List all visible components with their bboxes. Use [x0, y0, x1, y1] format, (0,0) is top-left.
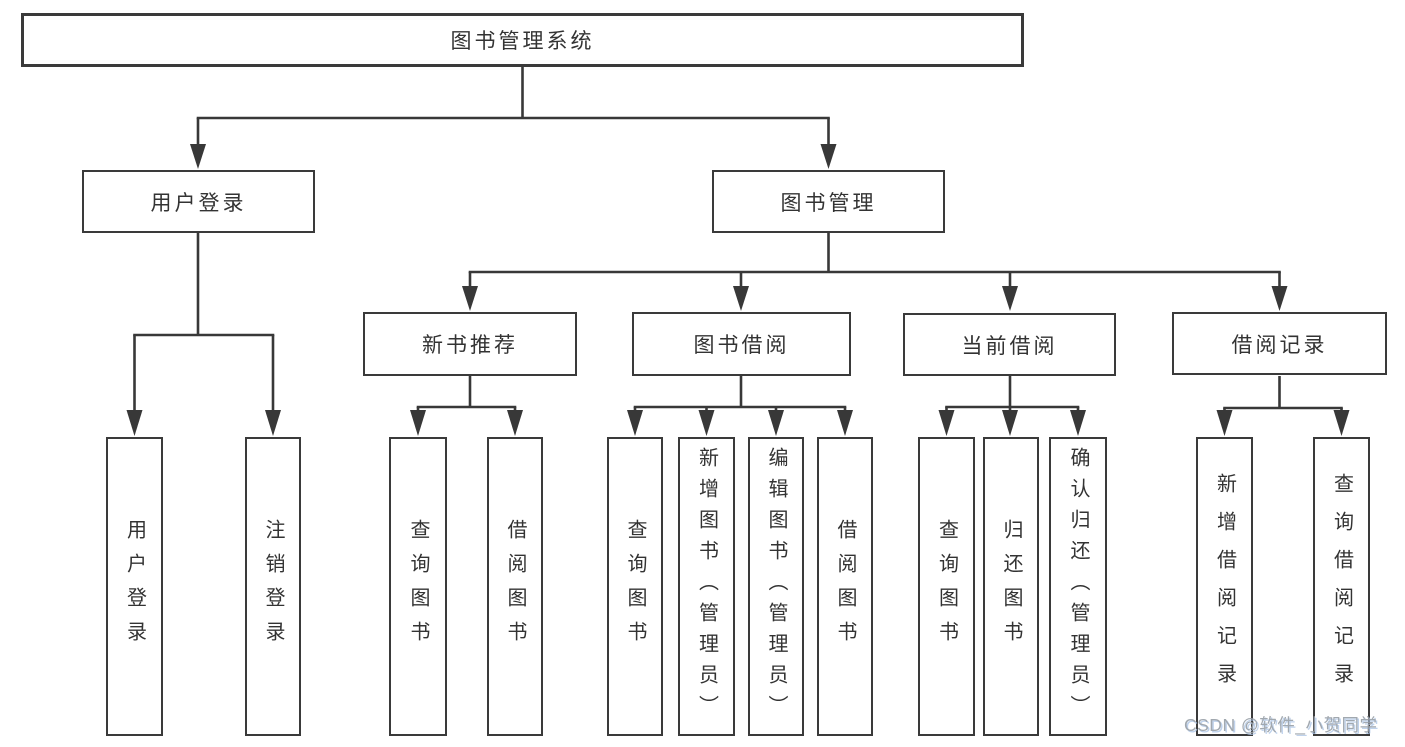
leaf-label: 查询图书 [935, 518, 958, 655]
node-label: 图书管理系统 [450, 30, 595, 53]
leaf-query-books-current: 查询图书 [918, 437, 975, 736]
leaf-label: 归还图书 [1000, 518, 1022, 655]
leaf-borrow-books: 借阅图书 [817, 437, 873, 736]
node-user-login: 用户登录 [82, 170, 315, 233]
leaf-return-book: 归还图书 [983, 437, 1039, 736]
leaf-query-books-recommend: 查询图书 [389, 437, 447, 736]
node-label: 用户登录 [150, 191, 247, 215]
leaf-confirm-return-admin: 确认归还（管理员） [1049, 437, 1107, 736]
node-book-management: 图书管理 [712, 170, 945, 233]
leaf-label: 借阅图书 [834, 518, 856, 655]
node-book-borrow: 图书借阅 [632, 312, 851, 376]
leaf-add-book-admin: 新增图书（管理员） [678, 437, 735, 736]
node-new-book-recommend: 新书推荐 [363, 312, 577, 376]
node-current-borrow: 当前借阅 [903, 313, 1116, 376]
leaf-borrow-books-recommend: 借阅图书 [487, 437, 543, 736]
leaf-label: 注销登录 [262, 518, 284, 655]
leaf-label: 借阅图书 [504, 518, 526, 655]
leaf-label: 查询借阅记录 [1330, 472, 1353, 701]
node-label: 图书借阅 [693, 334, 790, 357]
csdn-watermark: CSDN @软件_小贺同学 [1184, 715, 1378, 735]
leaf-edit-book-admin: 编辑图书（管理员） [748, 437, 804, 736]
leaf-label: 用户登录 [123, 518, 146, 655]
leaf-query-borrow-record: 查询借阅记录 [1313, 437, 1370, 736]
node-label: 借阅记录 [1231, 333, 1328, 357]
leaf-add-borrow-record: 新增借阅记录 [1196, 437, 1253, 736]
leaf-label: 新增图书（管理员） [695, 447, 718, 726]
leaf-label: 新增借阅记录 [1213, 472, 1236, 701]
node-label: 图书管理 [780, 191, 877, 215]
leaf-label: 确认归还（管理员） [1067, 447, 1089, 726]
node-label: 新书推荐 [422, 334, 518, 357]
node-library-management-system: 图书管理系统 [21, 13, 1024, 67]
node-label: 当前借阅 [961, 334, 1058, 358]
node-borrow-records: 借阅记录 [1172, 312, 1387, 375]
leaf-logout: 注销登录 [245, 437, 301, 736]
leaf-query-books-borrow: 查询图书 [607, 437, 663, 736]
leaf-label: 编辑图书（管理员） [765, 447, 787, 726]
leaf-user-login: 用户登录 [106, 437, 163, 736]
leaf-label: 查询图书 [407, 518, 429, 655]
leaf-label: 查询图书 [624, 518, 646, 655]
